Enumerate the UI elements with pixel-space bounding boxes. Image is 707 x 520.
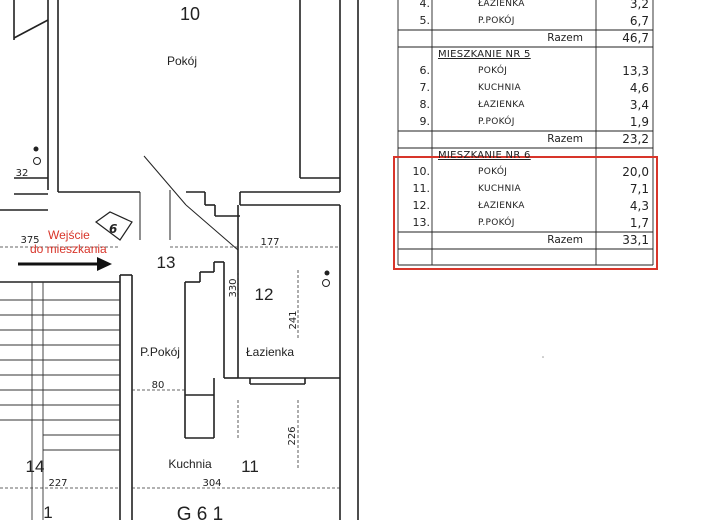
area-value: 20,0 bbox=[622, 165, 649, 179]
door-swing bbox=[185, 204, 239, 251]
dim-330: 330 bbox=[228, 278, 239, 297]
area-value: 1,9 bbox=[629, 115, 649, 129]
row-number: 4. bbox=[419, 0, 431, 10]
room-name: KUCHNIA bbox=[478, 184, 521, 194]
area-value: 1,7 bbox=[629, 216, 649, 230]
table-row: 12. ŁAZIENKA 4,3 bbox=[398, 198, 653, 215]
table-row: 4. ŁAZIENKA 3,2 bbox=[398, 0, 653, 13]
room-number-12: 12 bbox=[255, 285, 274, 304]
room-name: KUCHNIA bbox=[478, 83, 521, 93]
table-sum-row: Razem 46,7 bbox=[398, 30, 653, 47]
table-row: 8. ŁAZIENKA 3,4 bbox=[398, 97, 653, 114]
table-row: 7. KUCHNIA 4,6 bbox=[398, 80, 653, 97]
dim-226: 226 bbox=[287, 426, 298, 445]
entrance-label-line1: Wejście bbox=[48, 228, 90, 242]
table-row: 6. POKÓJ 13,3 bbox=[398, 63, 653, 80]
row-number: 13. bbox=[412, 216, 431, 229]
table-row: 11. KUCHNIA 7,1 bbox=[398, 181, 653, 198]
room-name: P.POKÓJ bbox=[478, 218, 515, 228]
row-number: 7. bbox=[419, 81, 431, 94]
sum-value: 23,2 bbox=[622, 132, 649, 146]
area-value: 3,2 bbox=[629, 0, 649, 11]
stair-treads bbox=[0, 282, 120, 520]
room-name-11: Kuchnia bbox=[168, 457, 212, 471]
apartment-badge bbox=[94, 211, 133, 241]
speck bbox=[542, 356, 544, 358]
table-sum-row: Razem 33,1 bbox=[398, 232, 653, 249]
table-group-header-text: MIESZKANIE NR 5 bbox=[438, 49, 531, 60]
room-name: P.POKÓJ bbox=[478, 117, 515, 127]
wall-line bbox=[13, 19, 49, 39]
area-value: 13,3 bbox=[622, 64, 649, 78]
door-swing bbox=[143, 155, 187, 206]
entrance-label-line2: do mieszkania bbox=[30, 242, 107, 256]
row-number: 5. bbox=[419, 14, 431, 27]
room-number-14: 14 bbox=[26, 457, 45, 476]
row-number: 11. bbox=[412, 182, 431, 195]
apartment-badge-number: 6 bbox=[109, 222, 117, 236]
vent-dot bbox=[324, 270, 330, 276]
dim-32: 32 bbox=[16, 168, 29, 179]
area-value: 4,6 bbox=[629, 81, 649, 95]
sum-label: Razem bbox=[547, 32, 583, 44]
room-name: POKÓJ bbox=[478, 66, 508, 76]
table-row: 5. P.POKÓJ 6,7 bbox=[398, 13, 653, 30]
area-value: 4,3 bbox=[629, 199, 649, 213]
room-name: P.POKÓJ bbox=[478, 16, 515, 26]
room-name-12: Łazienka bbox=[246, 345, 294, 359]
dimension-lines bbox=[0, 246, 340, 489]
row-number: 6. bbox=[419, 64, 431, 77]
dim-241: 241 bbox=[288, 310, 299, 329]
vent-dot bbox=[33, 146, 39, 152]
area-value: 7,1 bbox=[629, 182, 649, 196]
room-name: ŁAZIENKA bbox=[478, 100, 525, 110]
room-number-13: 13 bbox=[157, 253, 176, 272]
dim-177: 177 bbox=[260, 237, 279, 248]
entrance-arrow-head bbox=[97, 257, 112, 271]
row-number: 9. bbox=[419, 115, 431, 128]
table-frame bbox=[397, 0, 654, 266]
radiator-symbols bbox=[33, 157, 330, 287]
apartment-6-highlight bbox=[393, 156, 658, 270]
table-group-header: MIESZKANIE NR 6 bbox=[398, 148, 653, 164]
table-group-header-text: MIESZKANIE NR 6 bbox=[438, 150, 531, 161]
row-number: 10. bbox=[412, 165, 431, 178]
row-number: 12. bbox=[412, 199, 431, 212]
table-row: 10. POKÓJ 20,0 bbox=[398, 164, 653, 181]
bottom-label: 1 bbox=[43, 503, 52, 520]
bottom-label-2: G 6 1 bbox=[177, 504, 223, 520]
sum-label: Razem bbox=[547, 234, 583, 246]
table-group-header: MIESZKANIE NR 5 bbox=[398, 47, 653, 63]
table-row: 13. P.POKÓJ 1,7 bbox=[398, 215, 653, 232]
area-value: 3,4 bbox=[629, 98, 649, 112]
dim-227: 227 bbox=[48, 478, 67, 489]
table-sum-row: Razem 23,2 bbox=[398, 131, 653, 148]
table-row: 9. P.POKÓJ 1,9 bbox=[398, 114, 653, 131]
room-number-10: 10 bbox=[180, 4, 200, 24]
pantry-label: P.Pokój bbox=[140, 345, 180, 359]
row-number: 8. bbox=[419, 98, 431, 111]
dim-80: 80 bbox=[152, 380, 165, 391]
sum-label: Razem bbox=[547, 133, 583, 145]
room-name: POKÓJ bbox=[478, 167, 508, 177]
room-name: ŁAZIENKA bbox=[478, 0, 525, 9]
room-number-11: 11 bbox=[241, 457, 259, 476]
room-name: ŁAZIENKA bbox=[478, 201, 525, 211]
room-name-10: Pokój bbox=[167, 54, 197, 68]
dim-304: 304 bbox=[202, 478, 221, 489]
sum-value: 46,7 bbox=[622, 31, 649, 45]
dim-375: 375 bbox=[20, 235, 39, 246]
area-value: 6,7 bbox=[629, 14, 649, 28]
sum-value: 33,1 bbox=[622, 233, 649, 247]
